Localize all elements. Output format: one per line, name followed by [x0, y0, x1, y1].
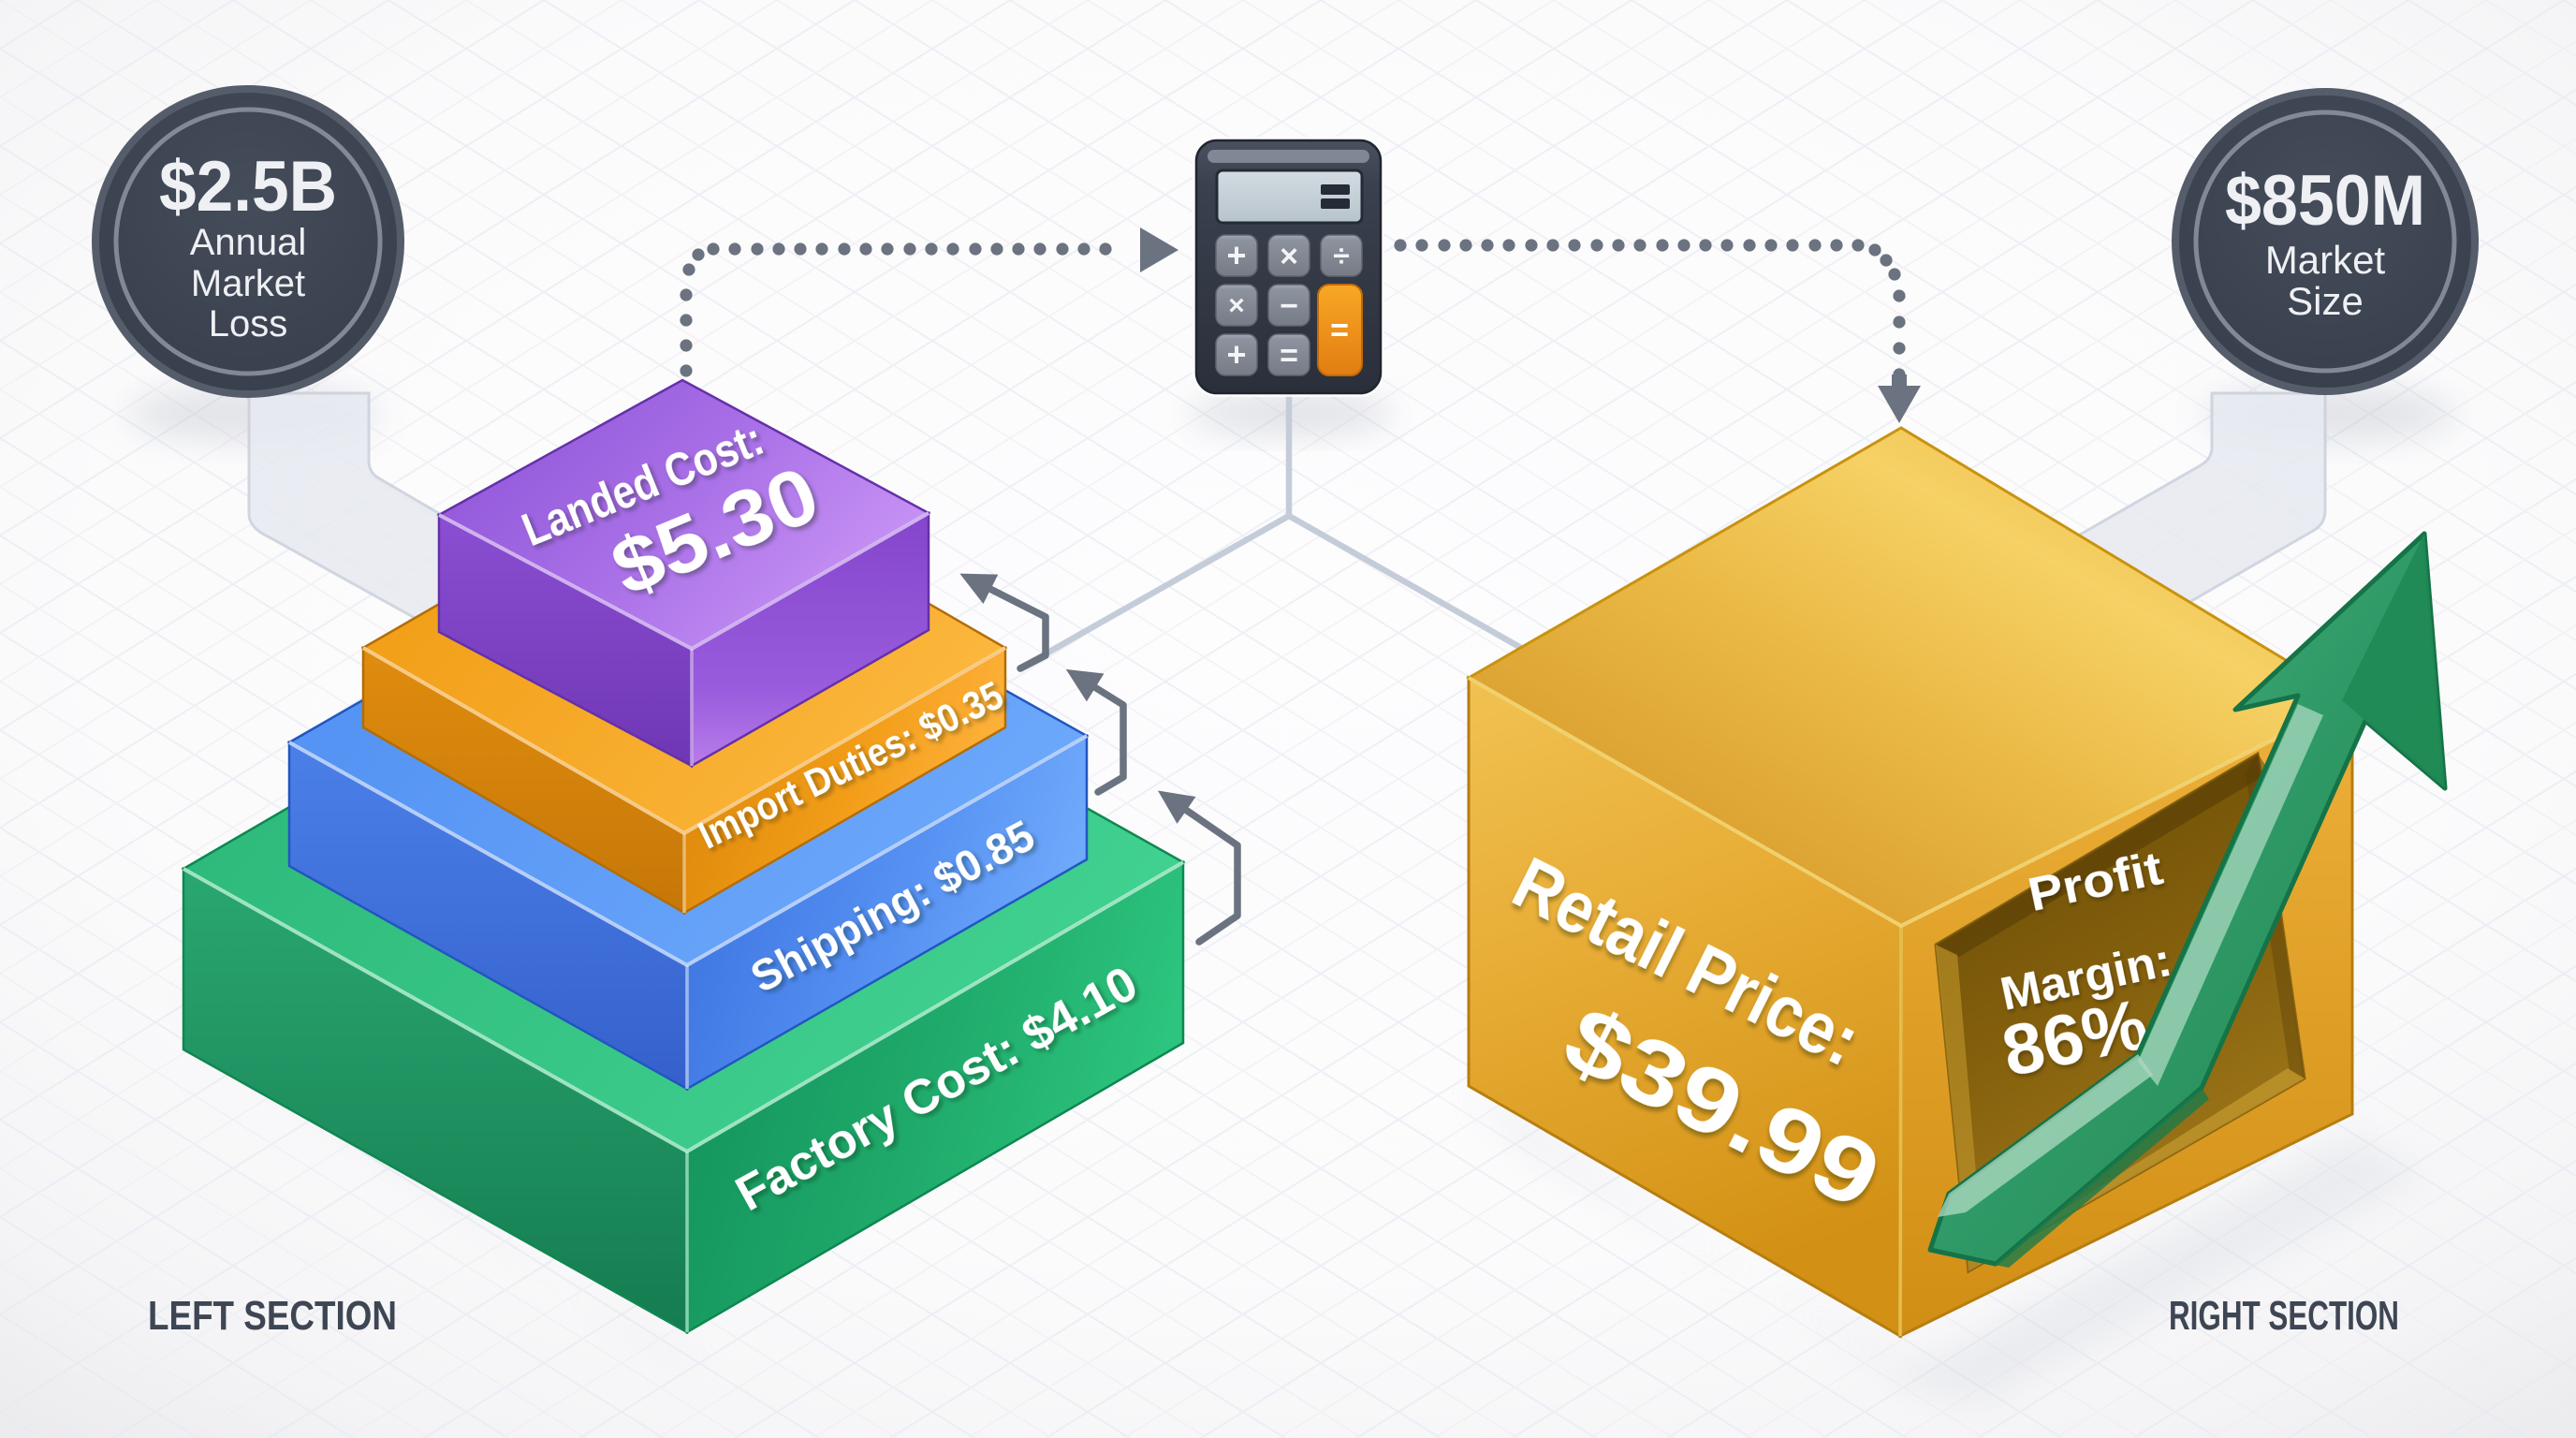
- svg-text:−: −: [1280, 288, 1298, 324]
- svg-text:+: +: [1226, 335, 1246, 374]
- svg-text:+: +: [1226, 236, 1246, 274]
- svg-text:=: =: [1280, 338, 1298, 374]
- svg-text:Loss: Loss: [209, 303, 288, 345]
- svg-text:$850M: $850M: [2225, 161, 2425, 241]
- svg-text:LEFT SECTION: LEFT SECTION: [148, 1293, 397, 1339]
- svg-text:Annual: Annual: [190, 222, 307, 263]
- svg-text:RIGHT SECTION: RIGHT SECTION: [2169, 1293, 2399, 1339]
- svg-text:Market: Market: [2265, 238, 2386, 282]
- svg-text:×: ×: [1228, 290, 1245, 321]
- svg-text:=: =: [1330, 313, 1349, 348]
- svg-text:×: ×: [1280, 239, 1298, 274]
- svg-text:Size: Size: [2287, 279, 2364, 323]
- svg-text:$2.5B: $2.5B: [159, 147, 337, 227]
- svg-text:÷: ÷: [1333, 239, 1350, 272]
- svg-text:Market: Market: [191, 263, 305, 304]
